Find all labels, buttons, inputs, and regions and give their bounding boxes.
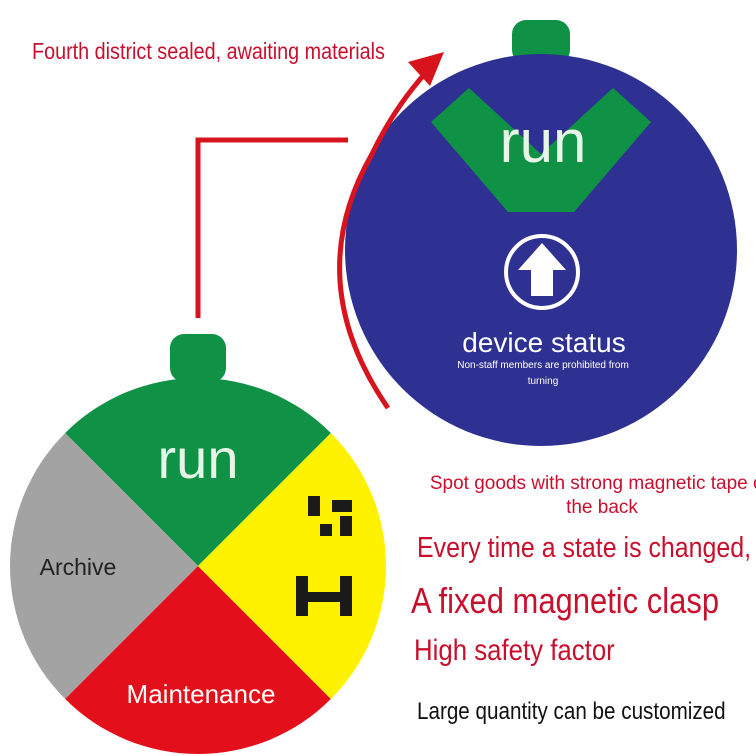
- connector-line: [195, 137, 348, 318]
- segment-run-label: run: [158, 427, 239, 490]
- front-sign: run Archive Maintenance: [10, 334, 386, 754]
- back-sign-hanger: [512, 20, 570, 64]
- feature-magnetic-tape: Spot goods with strong magnetic tape on …: [429, 473, 756, 518]
- front-sign-hanger: [170, 334, 226, 382]
- rotation-arrow: [337, 52, 444, 410]
- feature-magnetic-clasp: A fixed magnetic clasp: [411, 580, 720, 621]
- yellow-segment-marks: [296, 496, 352, 616]
- up-arrow-glyph: [518, 243, 566, 296]
- segment-archive-label: Archive: [40, 554, 117, 580]
- back-sign-state-label: run: [500, 108, 587, 175]
- back-sign: run device status Non-staff members are …: [345, 20, 737, 446]
- back-sign-note-line-1: Non-staff members are prohibited from: [457, 360, 629, 371]
- feature-customized: Large quantity can be customized: [417, 698, 726, 725]
- feature-state-change: Every time a state is changed,: [417, 532, 752, 564]
- feature-safety: High safety factor: [414, 634, 615, 667]
- up-arrow-icon: [504, 234, 580, 310]
- back-sign-note-line-2: turning: [528, 376, 559, 387]
- segment-maintenance-label: Maintenance: [127, 679, 276, 709]
- top-caption: Fourth district sealed, awaiting materia…: [32, 38, 385, 64]
- back-sign-title: device status: [462, 327, 625, 358]
- back-sign-window: [431, 88, 651, 212]
